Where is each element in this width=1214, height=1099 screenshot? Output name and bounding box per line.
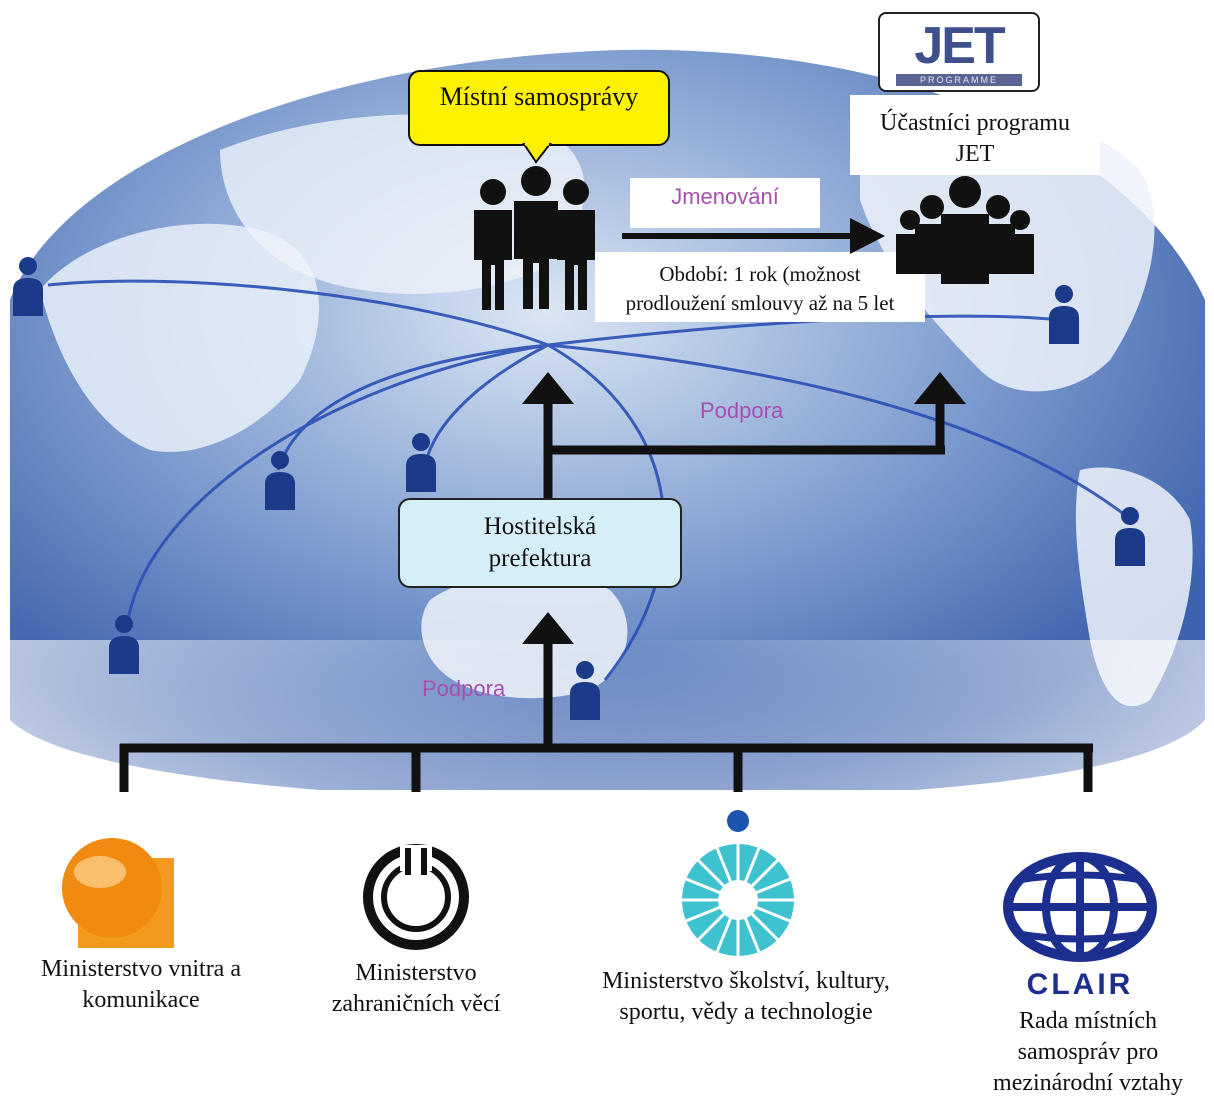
arc-to-new-zealand: [547, 343, 666, 681]
support-label-right: Podpora: [700, 398, 784, 423]
arc-to-south-america: [547, 343, 1126, 517]
person-icon: [13, 257, 43, 316]
ministry-mext-line1: Ministerstvo školství, kultury,: [602, 968, 890, 994]
support-arrow-left-head: [522, 372, 574, 404]
jet-logo-band: PROGRAMME: [896, 74, 1022, 86]
arc-to-southeast-asia: [426, 343, 549, 456]
ministry-mic-line1: Ministerstvo vnitra a: [41, 956, 241, 982]
local-government-label: Místní samosprávy: [439, 82, 639, 111]
support-label-bottom: Podpora: [422, 676, 506, 701]
support-arrow-bottom-head: [522, 612, 574, 644]
ministry-mext-line2: sportu, vědy a technologie: [619, 999, 873, 1025]
local-government-people-icon: [474, 166, 595, 310]
ministry-label-clair: Rada místních samospráv pro mezinárodní …: [964, 1006, 1212, 1099]
ministry-mofa-line2: zahraničních věcí: [331, 991, 501, 1017]
period-label-panel: [595, 252, 925, 322]
appointment-period-line1: Období: 1 rok (možnost: [659, 262, 861, 286]
mofa-logo: [363, 844, 469, 950]
bottom-background: [0, 790, 1214, 1098]
arc-to-europe: [47, 279, 549, 347]
ministry-mofa-line1: Ministerstvo: [355, 960, 477, 986]
appointment-period: Období: 1 rok (možnost prodloužení smlou…: [595, 260, 925, 318]
person-icon: [570, 661, 600, 720]
jet-participants-label-line1: Účastníci programu: [880, 110, 1070, 136]
ministry-label-mofa: Ministerstvo zahraničních věcí: [296, 958, 536, 1020]
appointment-arrow-head: [850, 218, 885, 254]
arc-to-africa: [126, 343, 549, 621]
person-icon: [406, 433, 436, 492]
flow-arrows: [119, 218, 1093, 792]
person-icon: [1115, 507, 1145, 566]
callout-pointer: [522, 142, 552, 164]
person-icon: [265, 451, 295, 510]
ministry-label-mext: Ministerstvo školství, kultury, sportu, …: [566, 966, 926, 1028]
appointment-period-line2: prodloužení smlouvy až na 5 let: [625, 291, 895, 315]
arc-to-india: [276, 343, 549, 471]
person-icon: [1049, 285, 1079, 344]
ministry-clair-line1: Rada místních: [1019, 1008, 1157, 1034]
local-government-callout: Místní samosprávy: [408, 70, 670, 146]
appointment-label: Jmenování: [671, 184, 779, 209]
jet-participants-label: Účastníci programu JET: [850, 108, 1100, 170]
host-prefecture-line2: prefektura: [488, 545, 592, 572]
ministry-label-mic: Ministerstvo vnitra a komunikace: [6, 954, 276, 1016]
clair-globe-logo: [1003, 852, 1157, 962]
appointment-label-panel: [630, 178, 820, 228]
mext-logo: [682, 810, 794, 956]
jet-participants-crowd-icon: [896, 176, 1034, 284]
jet-programme-logo: JET PROGRAMME: [878, 12, 1040, 92]
person-icon: [109, 615, 139, 674]
ministry-clair-line2: samospráv pro: [1017, 1039, 1159, 1065]
ministry-clair-line3: mezinárodní vztahy: [993, 1070, 1183, 1096]
clair-logo-text: CLAIR: [1026, 968, 1134, 1001]
jet-participants-label-line2: JET: [955, 141, 995, 167]
jet-logo-letters: JET: [914, 17, 1005, 75]
host-prefecture-box: Hostitelská prefektura: [398, 498, 682, 588]
mic-logo: [62, 838, 174, 948]
host-prefecture-line1: Hostitelská: [483, 513, 597, 540]
support-arrow-right-head: [914, 372, 966, 404]
jet-label-panel: [850, 95, 1100, 175]
ministry-mic-line2: komunikace: [82, 987, 200, 1013]
